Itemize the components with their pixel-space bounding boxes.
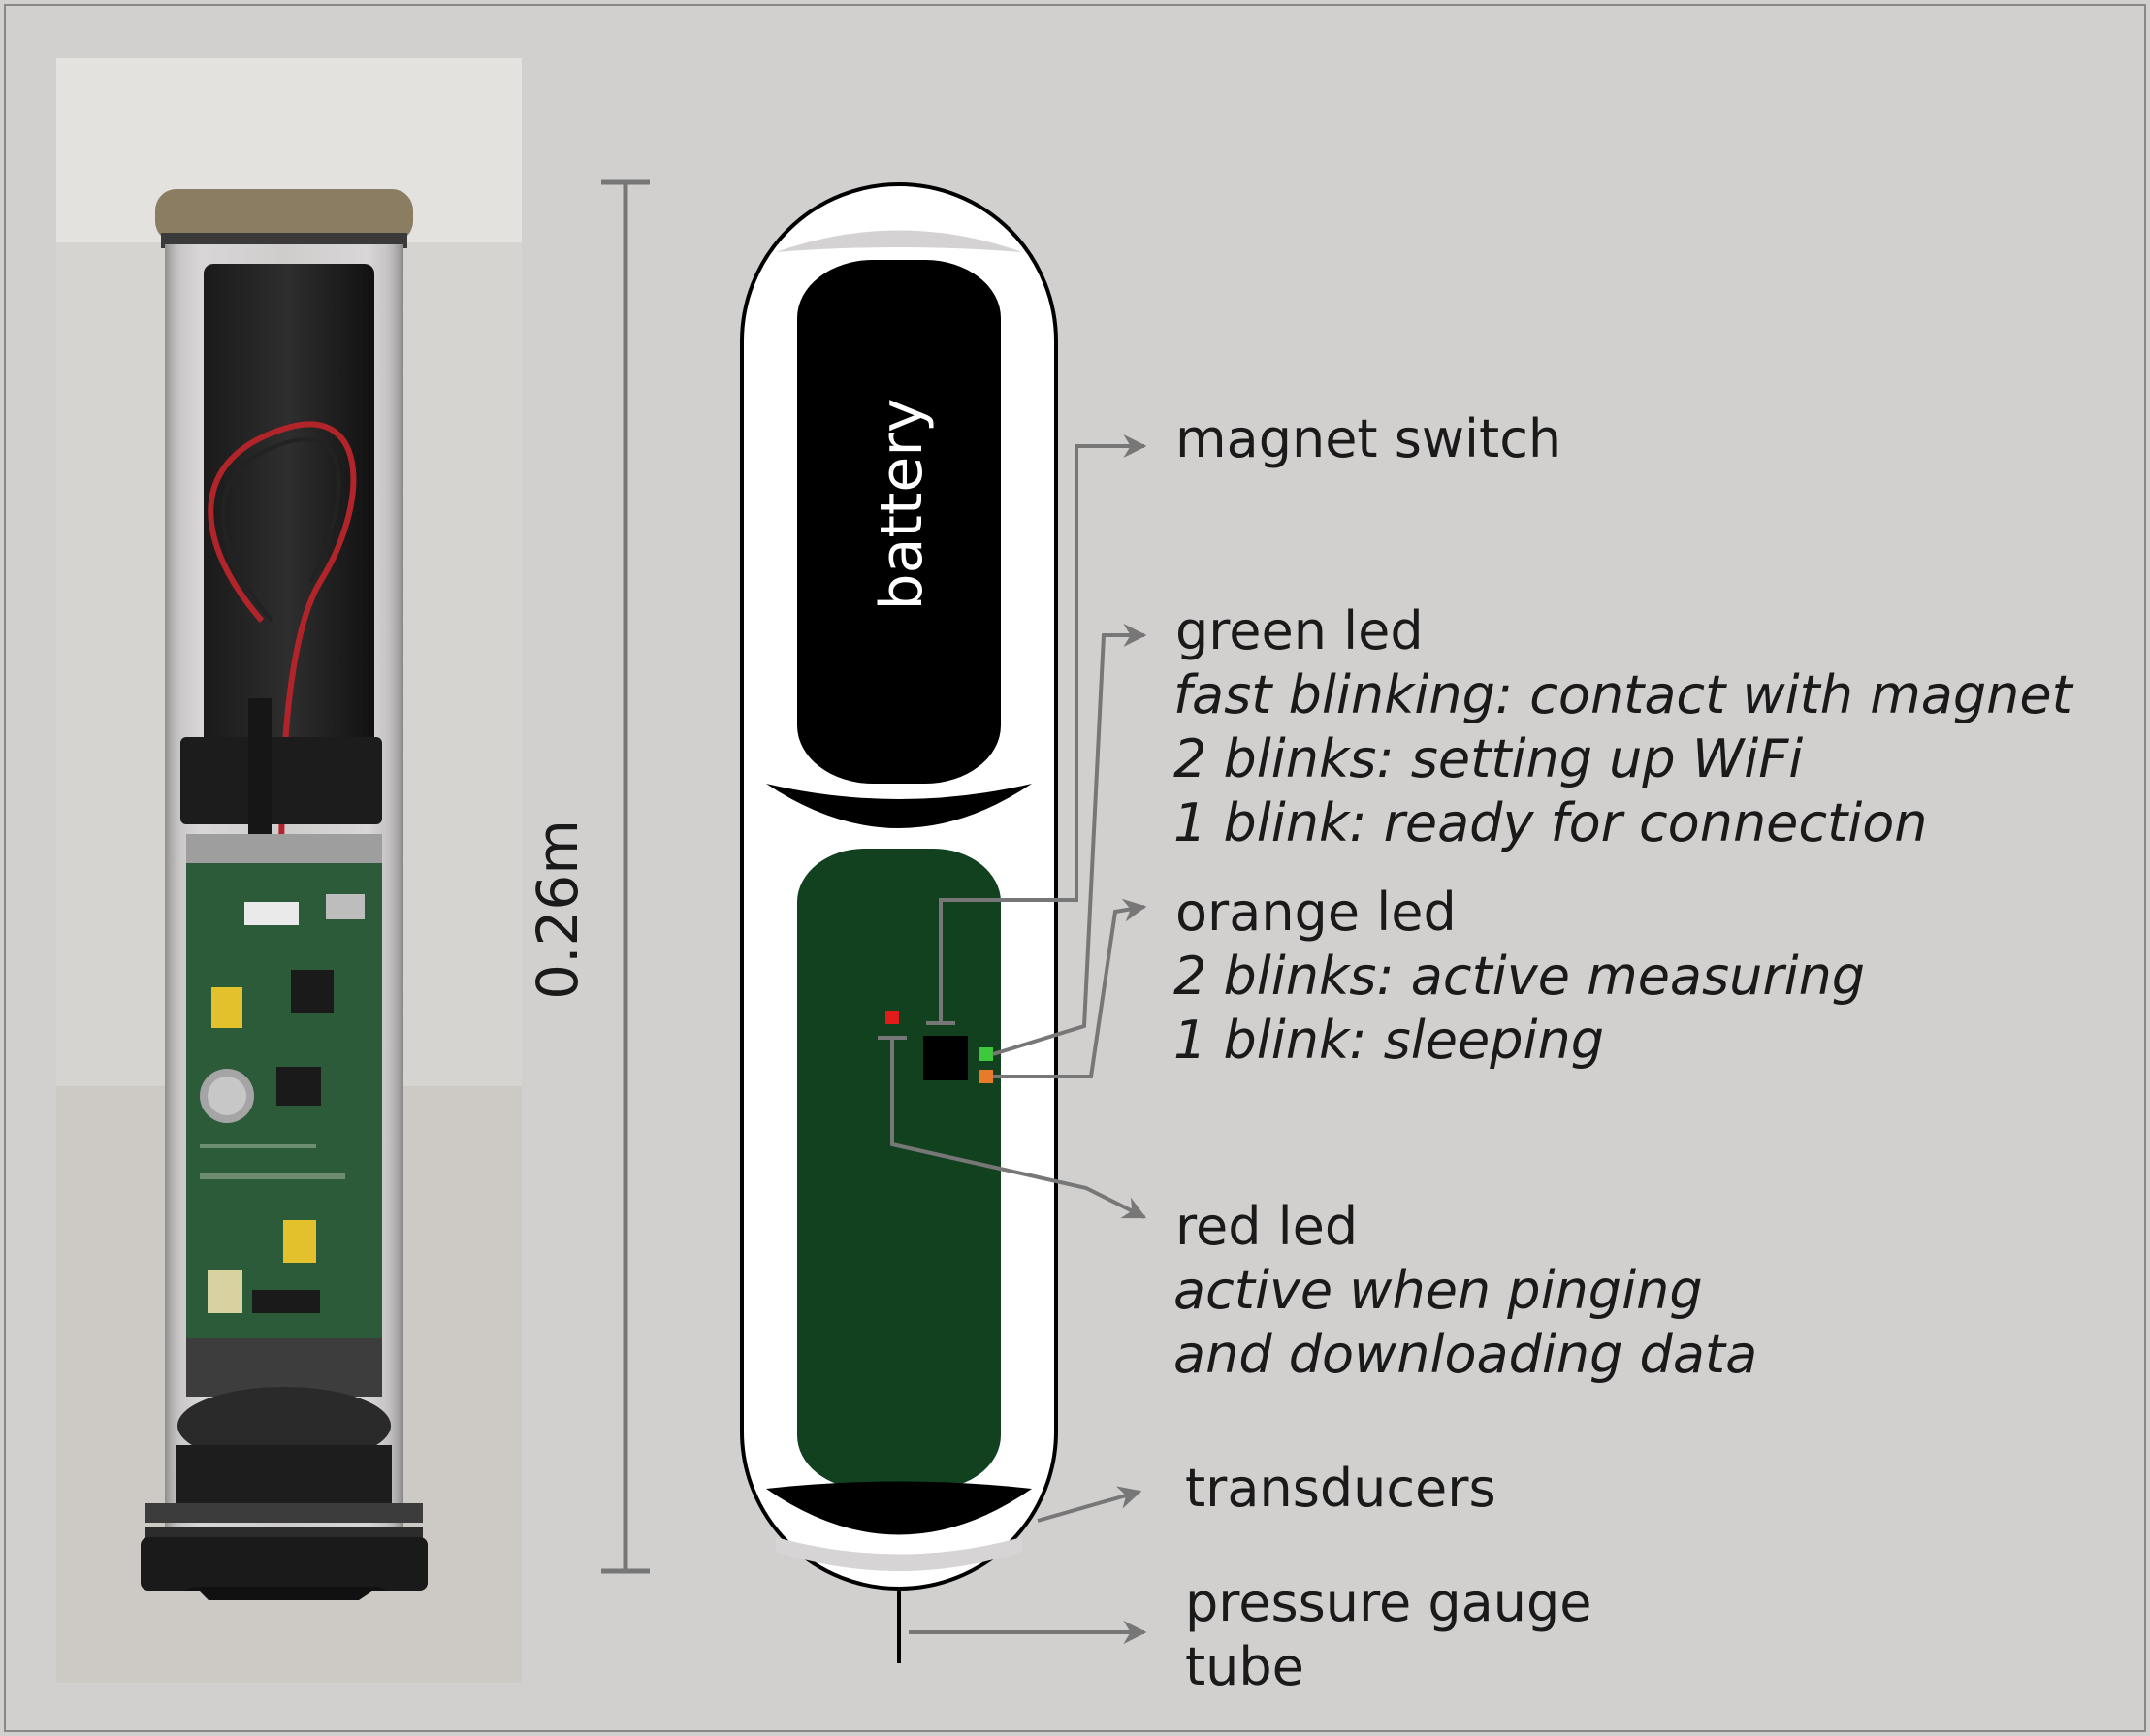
- magnet-switch-chip: [923, 1036, 968, 1080]
- red-led-title: red led: [1175, 1196, 1359, 1257]
- transducers-title: transducers: [1185, 1458, 1496, 1519]
- top-cap: [155, 189, 413, 242]
- transducer-disc: [766, 1481, 1032, 1535]
- green-led-line-1: fast blinking: contact with magnet: [1173, 664, 2072, 725]
- pcb-board: [797, 849, 1001, 1489]
- battery-label: battery: [868, 398, 936, 611]
- leader-magnet-switch: [926, 446, 1144, 1025]
- orange-led-line-1: 2 blinks: active measuring: [1173, 946, 1866, 1007]
- battery-cell: [797, 260, 1001, 784]
- magnet-switch-title: magnet switch: [1175, 408, 1562, 469]
- red-wire: [208, 421, 357, 874]
- dimension-bar: [601, 179, 650, 1574]
- pressure-gauge-line-1: pressure gauge: [1185, 1572, 1592, 1633]
- pressure-gauge-line-2: tube: [1185, 1636, 1304, 1697]
- leader-lines: [878, 446, 1147, 1644]
- device-schematic: [740, 182, 1058, 1663]
- red-led-line-1: active when pinging: [1173, 1260, 1703, 1321]
- green-led: [979, 1047, 993, 1061]
- leader-green-led: [992, 624, 1147, 1056]
- leader-red-led: [878, 1036, 1144, 1217]
- green-led-title: green led: [1175, 600, 1424, 661]
- bottom-cap: [141, 1537, 428, 1591]
- dimension-label: 0.26m: [525, 820, 591, 1000]
- green-led-line-2: 2 blinks: setting up WiFi: [1173, 728, 1804, 789]
- photo-holder: [180, 737, 382, 824]
- green-led-line-3: 1 blink: ready for connection: [1173, 792, 1928, 853]
- red-led: [885, 1011, 899, 1024]
- red-led-line-2: and downloading data: [1173, 1324, 1758, 1385]
- orange-led-line-2: 1 blink: sleeping: [1173, 1010, 1605, 1071]
- leader-orange-led: [993, 898, 1147, 1078]
- orange-led-title: orange led: [1175, 882, 1457, 943]
- figure-border: [4, 4, 2146, 1732]
- separator-disc: [766, 784, 1032, 828]
- device-photo: [56, 58, 522, 1683]
- leader-transducers: [1037, 1486, 1142, 1523]
- orange-led: [979, 1070, 993, 1083]
- photo-battery: [204, 264, 374, 749]
